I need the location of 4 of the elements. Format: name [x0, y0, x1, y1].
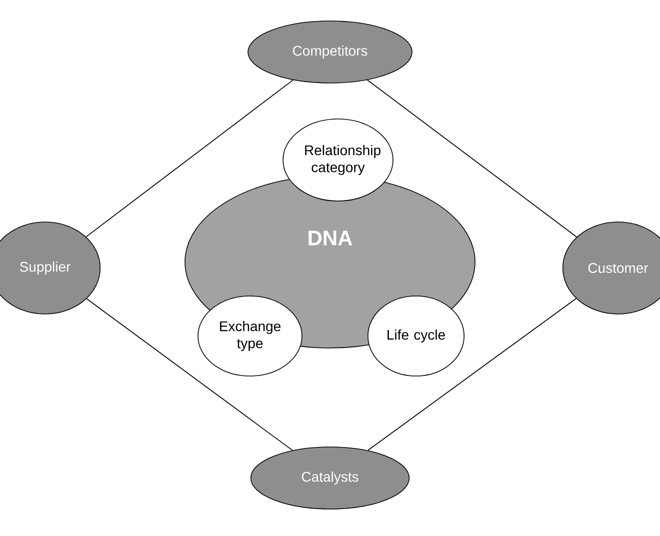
connector-line	[367, 298, 577, 451]
connector-line	[366, 80, 578, 238]
connector-line	[86, 298, 293, 451]
connector-line	[86, 80, 294, 238]
